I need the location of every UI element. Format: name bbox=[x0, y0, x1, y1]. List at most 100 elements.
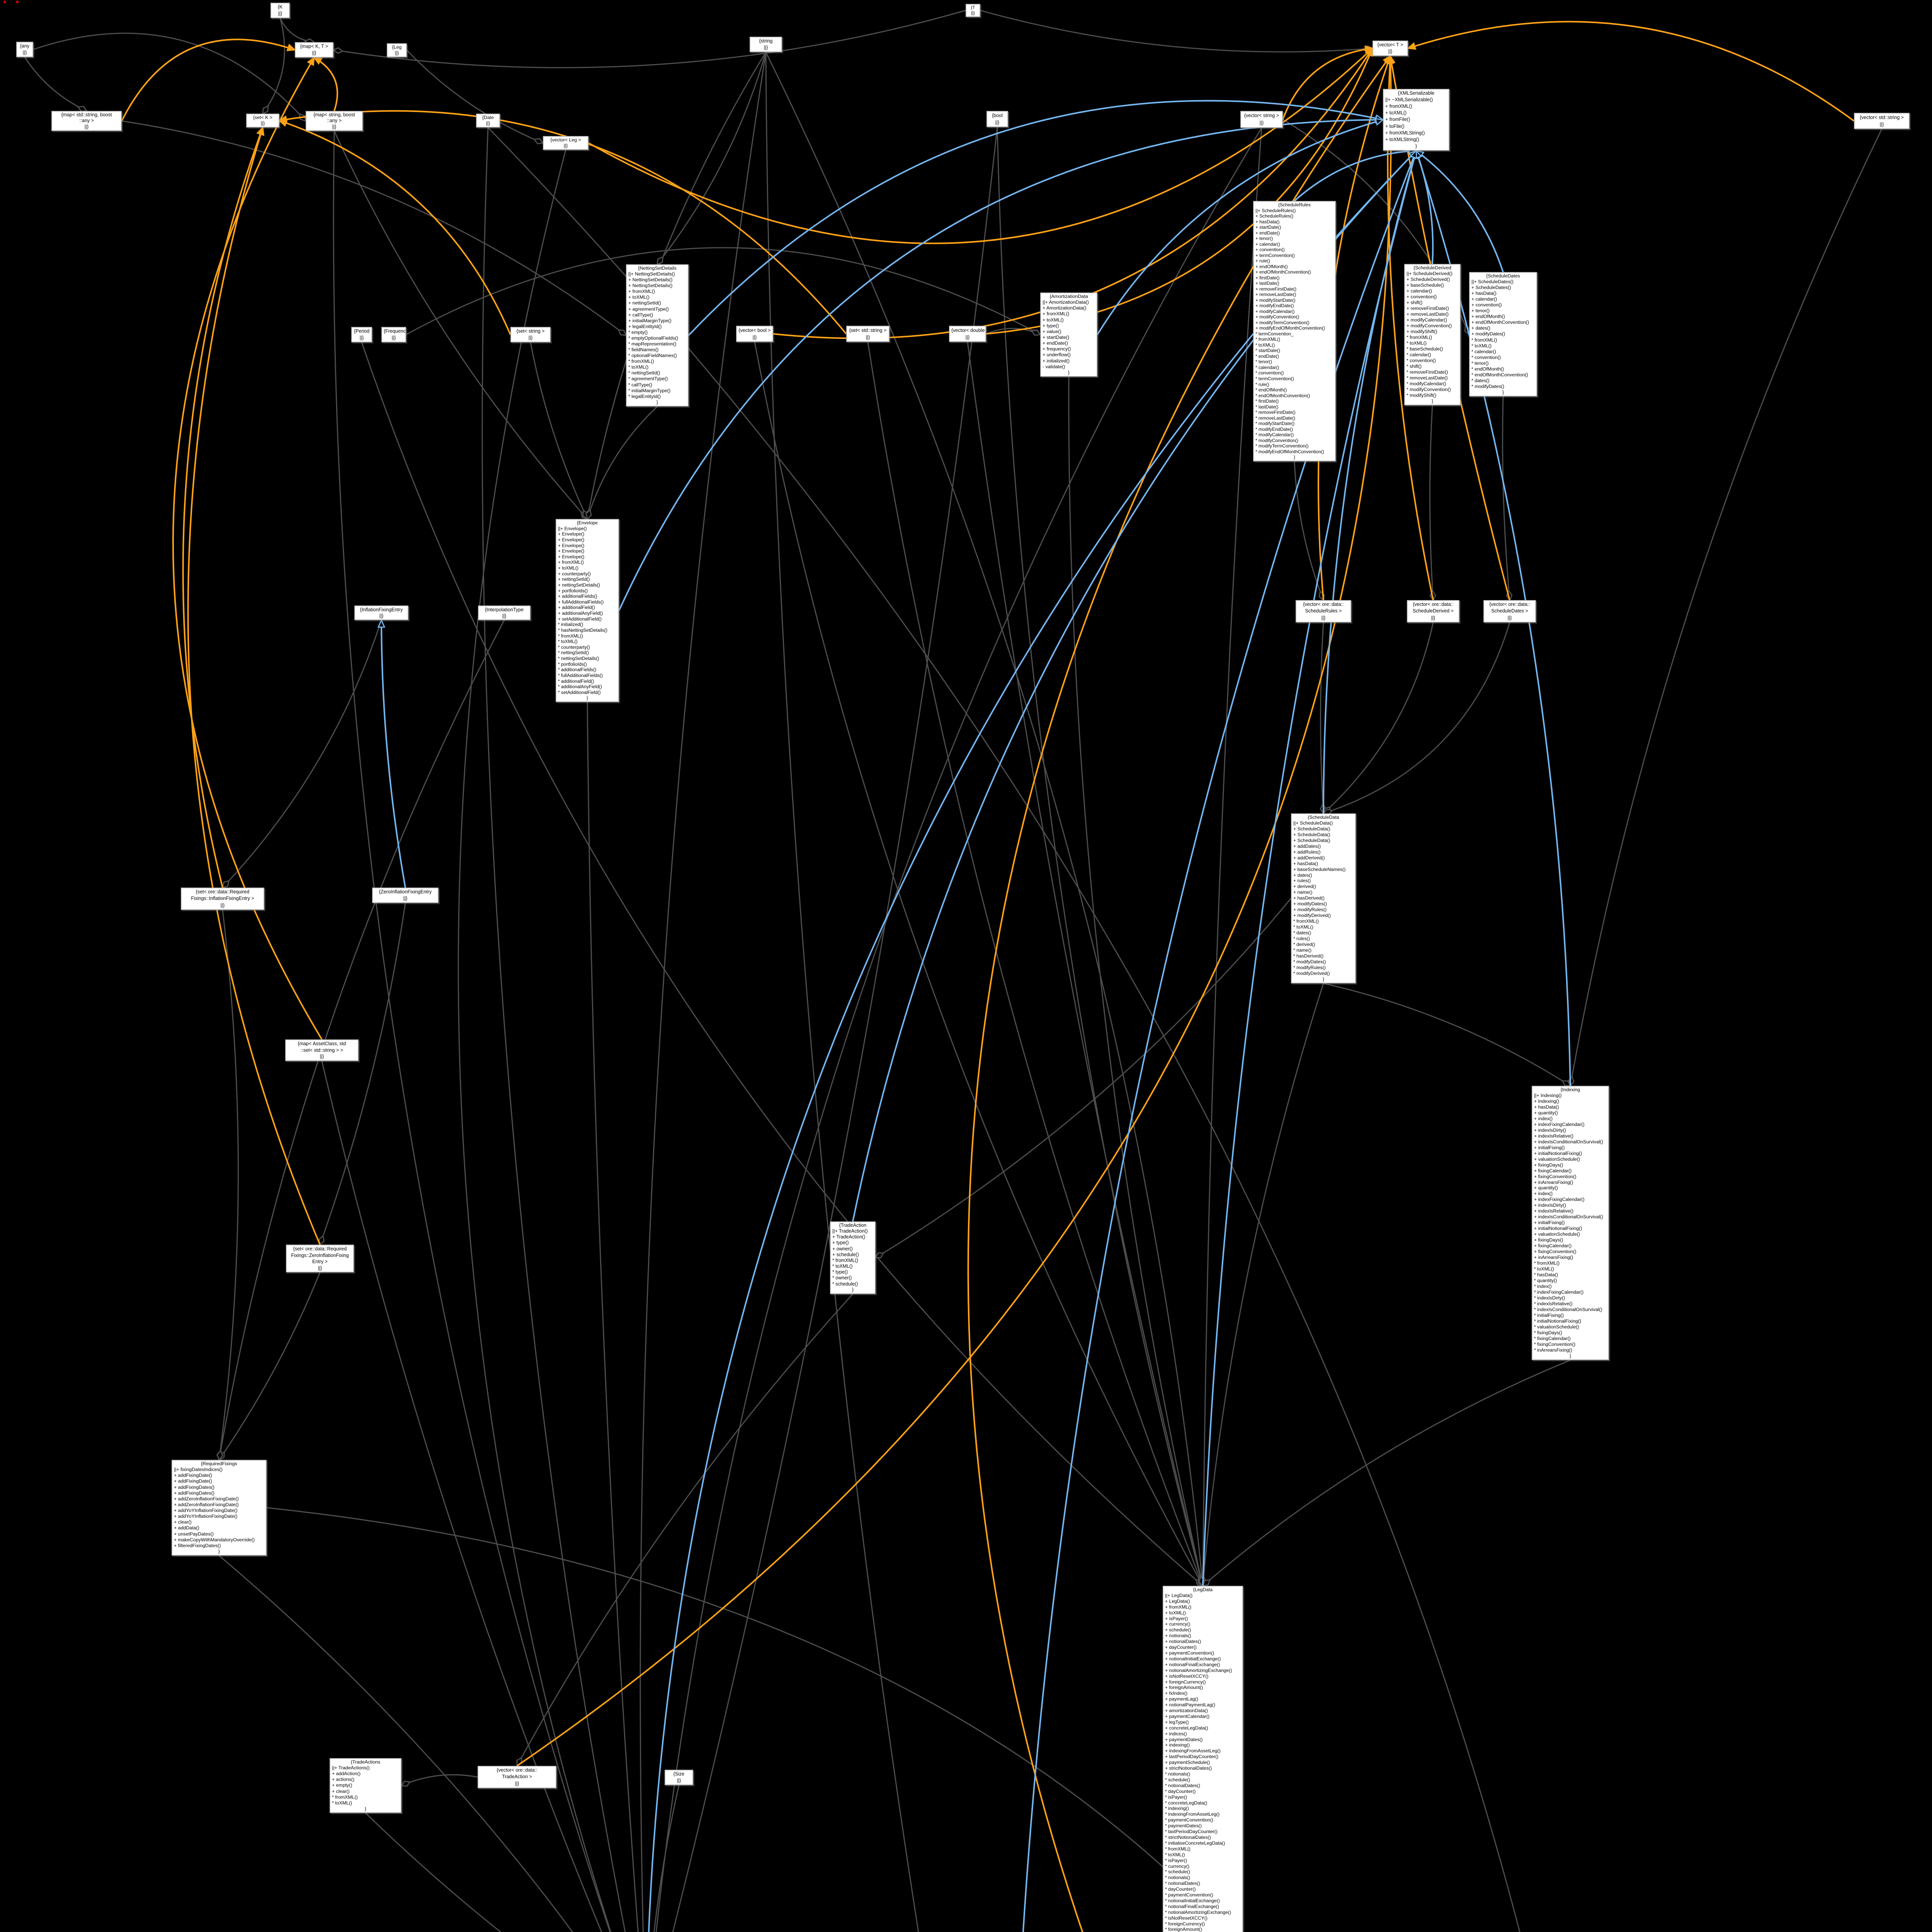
class-node-mapsb2[interactable]: {map< string, boost::any >||} bbox=[306, 111, 363, 131]
class-node-vecSD2[interactable]: {vector< ore::data::ScheduleDerived >||} bbox=[1407, 600, 1459, 622]
member-line: + tenor() bbox=[1471, 308, 1490, 314]
member-line: * paymentConvention() bbox=[1165, 1817, 1213, 1823]
member-line: Fixings::InflationFixingEntry > bbox=[191, 896, 254, 901]
class-node-amort[interactable]: {AmortizationData||+ AmortizationData()+… bbox=[1040, 293, 1097, 377]
member-line: * nettingSetId() bbox=[628, 370, 660, 376]
member-line: + owner() bbox=[832, 1246, 853, 1252]
class-node-nsd[interactable]: {NettingSetDetails||+ NettingSetDetails(… bbox=[626, 264, 689, 406]
member-line: + fullAdditionalFields() bbox=[558, 599, 604, 605]
screenshot-artifact: ✱ bbox=[15, 0, 19, 5]
class-node-vecdbl[interactable]: {vector< double >||} bbox=[949, 326, 986, 342]
class-node-schedDerived[interactable]: {ScheduleDerived||+ ScheduleDerived()+ S… bbox=[1404, 264, 1461, 405]
class-node-any[interactable]: {any||} bbox=[16, 42, 33, 57]
member-line: + foreignCurrency() bbox=[1165, 1679, 1206, 1685]
member-line: * removeLastDate() bbox=[1255, 415, 1296, 421]
member-line: {vector< string > bbox=[1244, 113, 1279, 118]
member-line: + valuationSchedule() bbox=[1534, 1231, 1580, 1237]
member-line: * startDate() bbox=[1255, 348, 1281, 354]
member-line: {bool bbox=[992, 113, 1003, 118]
member-line: + Envelope() bbox=[558, 531, 585, 537]
class-node-mapSB[interactable]: {map< std::string, boost::any >||} bbox=[51, 111, 122, 131]
arrow-marker-icon bbox=[307, 56, 315, 66]
class-node-freq[interactable]: {Frequency||} bbox=[381, 327, 406, 342]
class-node-infEntry[interactable]: {InflationFixingEntry||} bbox=[354, 605, 408, 620]
class-node-period[interactable]: {Period||} bbox=[351, 327, 372, 342]
member-line: * dayCounter() bbox=[1165, 1886, 1196, 1892]
diamond-marker-icon bbox=[617, 329, 627, 336]
class-node-legData[interactable]: {LegData||+ LegData()+ LegData()+ fromXM… bbox=[1163, 1586, 1243, 1932]
class-node-bool[interactable]: {bool||} bbox=[986, 111, 1008, 127]
edge bbox=[1320, 622, 1324, 814]
class-node-indexing[interactable]: {Indexing||+ Indexing()+ Indexing()+ has… bbox=[1532, 1086, 1609, 1360]
member-line: {Date bbox=[482, 115, 494, 120]
member-line: + indexFixingCalendar() bbox=[1534, 1121, 1585, 1127]
class-node-tradeActions[interactable]: {TradeActions||+ TradeActions()+ addActi… bbox=[330, 1758, 401, 1813]
class-node-schedData[interactable]: {ScheduleData||+ ScheduleData()+ Schedul… bbox=[1291, 813, 1356, 983]
edge bbox=[319, 903, 406, 1245]
edge bbox=[588, 48, 1373, 244]
member-line: + inArrearsFixing() bbox=[1534, 1179, 1573, 1185]
member-line: ||+ TradeActions() bbox=[332, 1765, 370, 1771]
class-node-mapAsset[interactable]: {map< AssetClass, std::set< std::string … bbox=[285, 1039, 359, 1061]
member-line: + modifyRules() bbox=[1293, 907, 1327, 913]
member-line: * modifyDates() bbox=[1471, 383, 1504, 389]
member-line: + lastPeriodDayCounter() bbox=[1165, 1754, 1219, 1760]
member-line: + quantity() bbox=[1534, 1185, 1558, 1191]
class-node-mapKT[interactable]: {map< K, T >||} bbox=[295, 42, 333, 58]
member-line: * calendar() bbox=[1255, 364, 1279, 370]
class-node-vecLeg[interactable]: {vector< Leg >||} bbox=[543, 136, 588, 150]
class-node-setK[interactable]: {set< K >||} bbox=[246, 114, 279, 128]
edge bbox=[754, 342, 1204, 1586]
member-line: * paymentDates() bbox=[1165, 1823, 1202, 1829]
class-node-k[interactable]: {K||} bbox=[270, 3, 290, 18]
class-node-envelope[interactable]: {Envelope||+ Envelope()+ Envelope()+ Env… bbox=[556, 519, 619, 702]
class-node-schedRules[interactable]: {ScheduleRules||+ ScheduleRules()+ Sched… bbox=[1253, 201, 1336, 461]
member-line: * tenor() bbox=[1255, 359, 1272, 365]
member-line: * fromXML() bbox=[1534, 1260, 1560, 1266]
member-line: + modifyEndDate() bbox=[1255, 303, 1294, 309]
member-line: * fixingCalendar() bbox=[1534, 1335, 1571, 1341]
member-line: + index() bbox=[1534, 1116, 1553, 1121]
member-line: + strictNotionalDates() bbox=[1165, 1765, 1212, 1771]
class-node-t[interactable]: {T||} bbox=[966, 4, 980, 17]
class-node-date[interactable]: {Date||} bbox=[476, 114, 500, 128]
member-line: ||} bbox=[332, 124, 337, 129]
member-line: + Indexing() bbox=[1534, 1098, 1560, 1104]
member-line: * removeFirstDate() bbox=[1255, 410, 1296, 415]
member-line: * fromXML() bbox=[558, 633, 583, 639]
member-line: + name() bbox=[1293, 889, 1313, 895]
class-node-interp[interactable]: {InterpolationType||} bbox=[478, 605, 531, 620]
edge bbox=[1408, 21, 1855, 122]
class-node-tradeAction[interactable]: {TradeAction||+ TradeAction()+ TradeActi… bbox=[830, 1221, 876, 1294]
member-line: ||+ ~XMLSerializable() bbox=[1385, 97, 1433, 103]
class-node-vecbool[interactable]: {vector< bool >||} bbox=[736, 326, 773, 342]
edge bbox=[487, 127, 1520, 1932]
class-node-str[interactable]: {string||} bbox=[750, 37, 782, 52]
member-line: + Envelope() bbox=[558, 543, 585, 548]
member-line: * endOfMonth() bbox=[1471, 366, 1504, 372]
class-node-sizeN[interactable]: {Size||} bbox=[665, 1770, 693, 1785]
class-node-zeroInf[interactable]: {ZeroInflationFixingEntry||} bbox=[372, 888, 439, 903]
member-line: * paymentConvention() bbox=[1165, 1892, 1213, 1898]
member-line: + baseScheduleNames() bbox=[1293, 866, 1346, 872]
class-node-vecstring[interactable]: {vector< string >||} bbox=[1240, 111, 1283, 128]
member-line: + ScheduleData() bbox=[1293, 832, 1330, 837]
member-line: + paymentCalendar() bbox=[1165, 1713, 1210, 1719]
member-line: * portfolioIds() bbox=[558, 661, 587, 667]
class-node-xml[interactable]: {XMLSerializable||+ ~XMLSerializable()+ … bbox=[1383, 89, 1449, 151]
member-line: * fromXML() bbox=[1255, 337, 1281, 342]
class-node-vecSR[interactable]: {vector< ore::data::ScheduleRules >||} bbox=[1296, 600, 1351, 622]
class-node-vecTA[interactable]: {vector< ore::data::TradeAction >||} bbox=[478, 1766, 556, 1788]
member-line: * emptyOptionalFields() bbox=[628, 335, 679, 341]
class-node-setstr[interactable]: {set< string >||} bbox=[510, 327, 551, 342]
class-node-vecstd[interactable]: {vector< std::string >||} bbox=[1854, 113, 1910, 129]
class-node-leg[interactable]: {Leg||} bbox=[387, 43, 407, 57]
member-line: + value() bbox=[1043, 328, 1061, 334]
class-node-setstd[interactable]: {set< std::string >||} bbox=[846, 326, 889, 342]
class-node-schedDates[interactable]: {ScheduleDates||+ ScheduleDates()+ Sched… bbox=[1469, 272, 1537, 396]
class-node-reqFix[interactable]: {RequiredFixings||+ fixingDatesIndices()… bbox=[172, 1460, 267, 1556]
class-node-vecSDt[interactable]: {vector< ore::data::ScheduleDates >||} bbox=[1483, 600, 1536, 622]
class-node-vecT[interactable]: {vector< T >||} bbox=[1372, 41, 1408, 56]
